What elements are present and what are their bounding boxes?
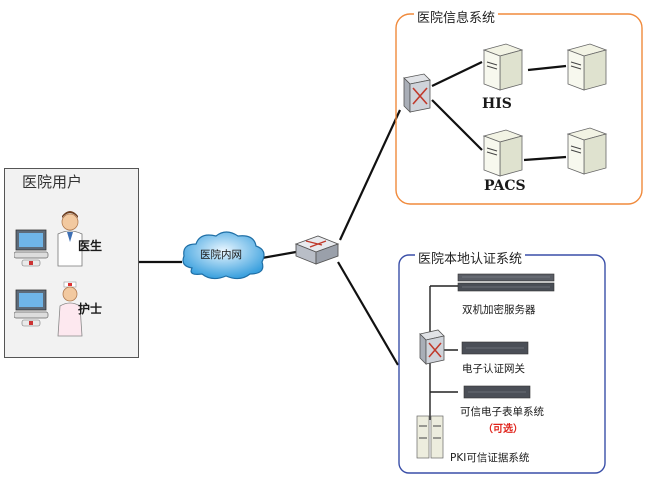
pacs-label: PACS <box>484 178 526 194</box>
core-switch-icon[interactable] <box>292 232 340 268</box>
trusted-form-label: 可信电子表单系统 <box>460 406 544 418</box>
his-router-icon[interactable] <box>398 72 434 116</box>
cloud-label: 医院内网 <box>200 249 242 261</box>
pki-label: PKI可信证据系统 <box>450 452 530 464</box>
link-switch-auth <box>337 261 399 366</box>
pacs-secondary-server-icon[interactable] <box>564 124 610 178</box>
nurse-label: 护士 <box>78 302 103 316</box>
auth-system-title: 医院本地认证系统 <box>415 248 526 267</box>
his-system-frame <box>395 13 643 205</box>
doctor-workstation-icon[interactable] <box>14 208 84 270</box>
link-pacs-pacs2 <box>523 155 567 162</box>
his-label: HIS <box>482 96 512 112</box>
doctor-label: 医生 <box>78 239 103 253</box>
optional-label: （可选） <box>483 424 523 435</box>
dual-encryption-server-icon[interactable] <box>456 272 556 294</box>
his-system-title: 医院信息系统 <box>414 7 499 26</box>
link-router-pacs <box>431 99 483 151</box>
trusted-form-device-icon[interactable] <box>462 384 532 400</box>
users-title: 医院用户 <box>22 173 83 191</box>
link-router-his <box>431 61 483 87</box>
link-switch-his <box>339 109 401 241</box>
gateway-device-icon[interactable] <box>460 340 530 356</box>
link-cloud-switch <box>261 250 297 260</box>
auth-router-icon[interactable] <box>414 328 448 368</box>
pacs-server-icon[interactable] <box>480 126 526 180</box>
his-secondary-server-icon[interactable] <box>564 40 610 94</box>
gateway-label: 电子认证网关 <box>462 363 525 375</box>
dual-encryption-label: 双机加密服务器 <box>462 304 536 316</box>
his-server-icon[interactable] <box>480 40 526 94</box>
pki-server-rack-icon[interactable] <box>414 412 448 462</box>
nurse-workstation-icon[interactable] <box>14 280 84 342</box>
cloud-icon[interactable] <box>178 228 270 284</box>
link-his-his2 <box>527 64 567 72</box>
